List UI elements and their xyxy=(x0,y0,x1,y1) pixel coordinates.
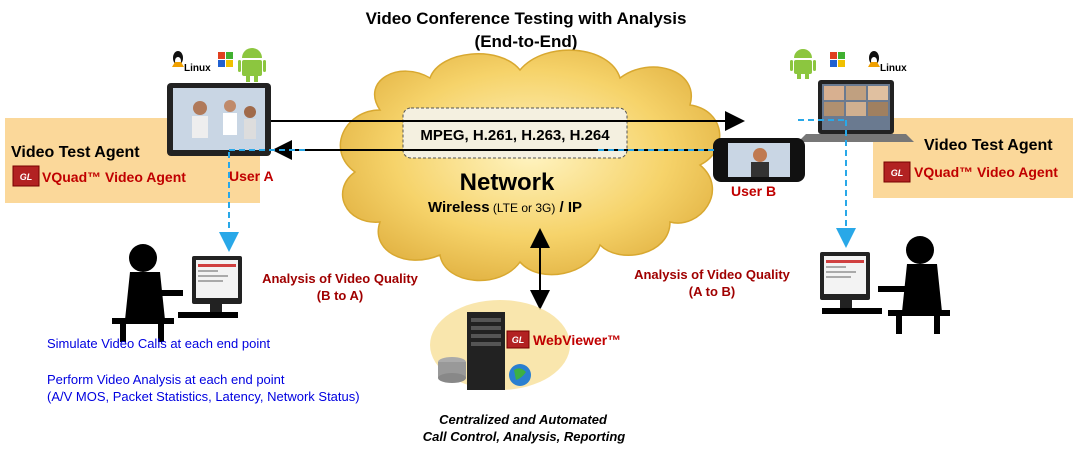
user-b-label: User B xyxy=(731,183,776,199)
right-agent-product: VQuad™ Video Agent xyxy=(914,164,1058,180)
webviewer-label: WebViewer™ xyxy=(533,332,621,348)
svg-text:GL: GL xyxy=(891,168,904,178)
footer-line2: Call Control, Analysis, Reporting xyxy=(423,429,626,444)
left-windows-icon xyxy=(218,52,233,67)
left-gl-logo: GL xyxy=(12,165,40,187)
codec-label: MPEG, H.261, H.263, H.264 xyxy=(420,127,610,144)
user-a-tablet xyxy=(167,83,271,156)
title-line1: Video Conference Testing with Analysis xyxy=(366,9,687,28)
analysis-left-line2: (B to A) xyxy=(317,288,363,303)
network-cloud xyxy=(339,49,721,282)
svg-text:GL: GL xyxy=(512,335,525,345)
footer-line1: Centralized and Automated xyxy=(439,412,608,427)
svg-text:Linux: Linux xyxy=(184,63,211,74)
right-agent-box xyxy=(873,118,1073,198)
svg-text:Linux: Linux xyxy=(880,63,907,74)
svg-text:GL: GL xyxy=(20,172,33,182)
left-android-icon xyxy=(238,48,266,82)
user-b-phone xyxy=(713,138,805,182)
network-label: Network xyxy=(460,169,555,196)
right-agent-title: Video Test Agent xyxy=(924,137,1053,154)
title-line2: (End-to-End) xyxy=(475,32,578,51)
left-linux-icon: Linux xyxy=(172,51,211,74)
webviewer-gl-logo: GL xyxy=(506,330,530,349)
analysis-right-line2: (A to B) xyxy=(689,284,735,299)
right-gl-logo: GL xyxy=(883,161,911,183)
right-linux-icon: Linux xyxy=(868,51,907,74)
webviewer-server-icon xyxy=(430,300,570,390)
user-a-label: User A xyxy=(229,168,274,184)
right-analyst-icon xyxy=(820,236,950,334)
note-metrics: (A/V MOS, Packet Statistics, Latency, Ne… xyxy=(47,389,360,404)
analysis-left-line1: Analysis of Video Quality xyxy=(262,271,419,286)
note-perform: Perform Video Analysis at each end point xyxy=(47,372,285,387)
right-android-icon xyxy=(790,49,816,79)
note-simulate: Simulate Video Calls at each end point xyxy=(47,336,270,351)
wireless-label: Wireless (LTE or 3G) / IP xyxy=(428,199,582,216)
analysis-right-line1: Analysis of Video Quality xyxy=(634,267,791,282)
left-agent-product: VQuad™ Video Agent xyxy=(42,169,186,185)
user-b-laptop xyxy=(798,80,914,142)
left-agent-title: Video Test Agent xyxy=(11,144,140,161)
left-analyst-icon xyxy=(112,244,242,342)
right-windows-icon xyxy=(830,52,845,67)
